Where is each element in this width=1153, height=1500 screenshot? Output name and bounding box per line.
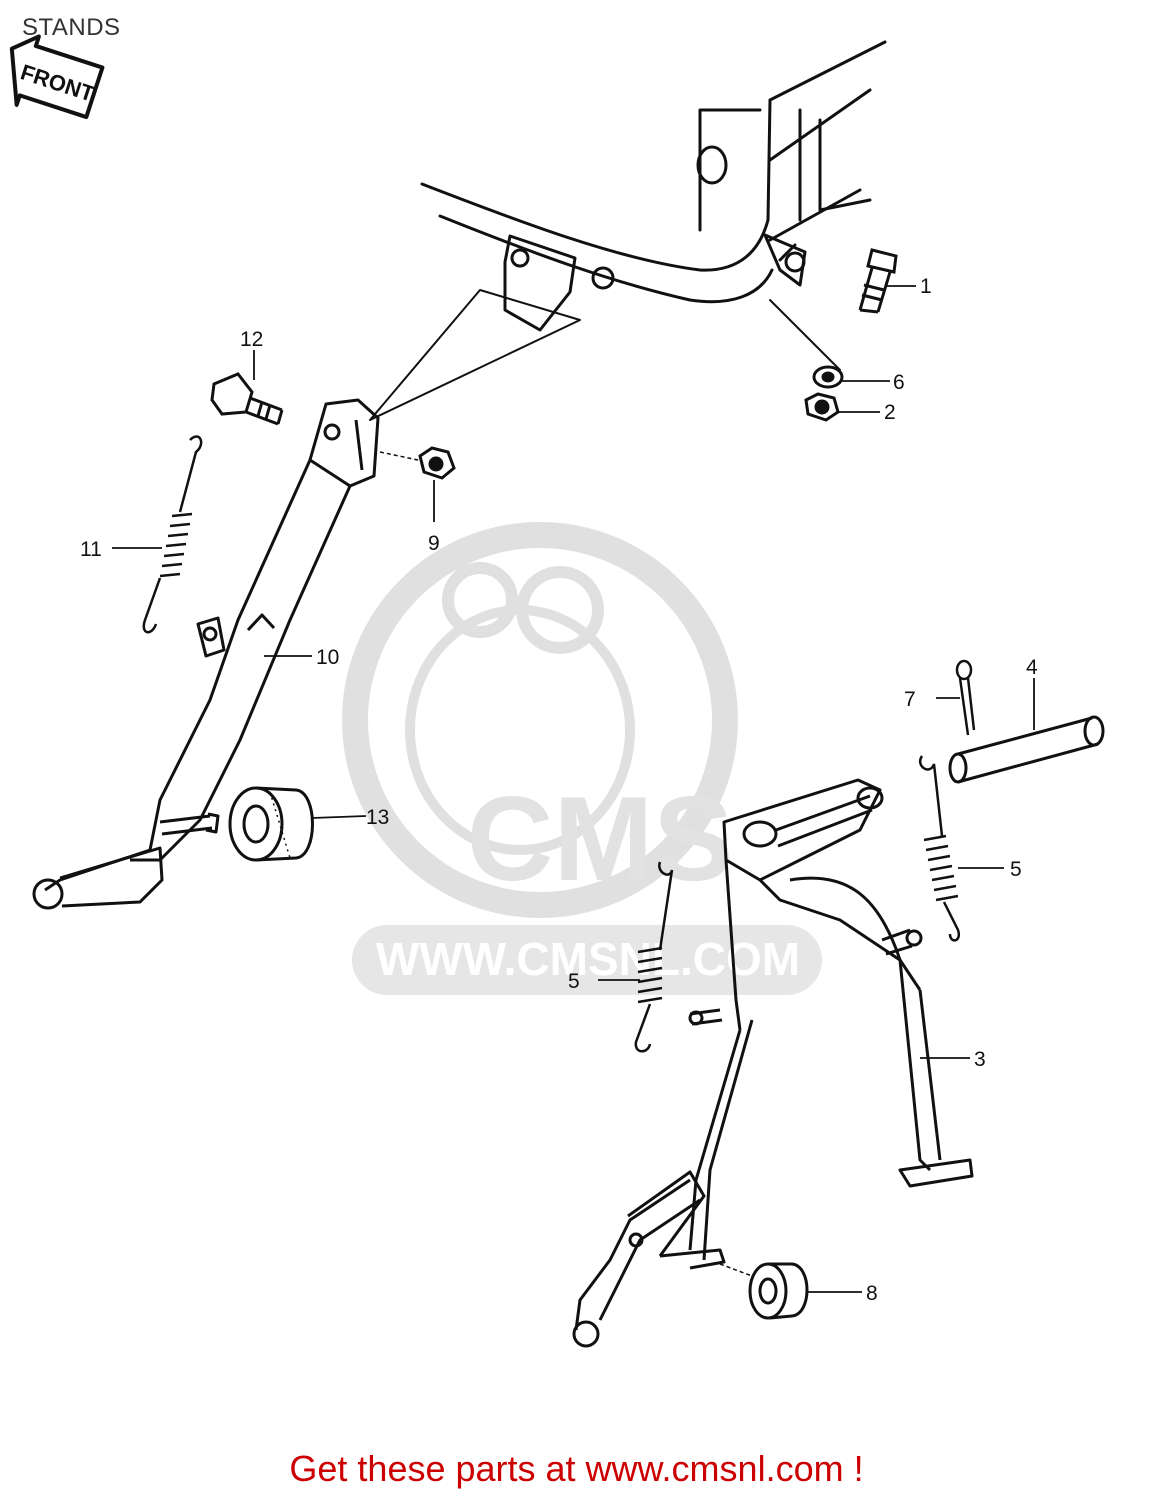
frame-section: [369, 40, 887, 421]
nut-part-2: [804, 392, 840, 422]
callout-11: 11: [80, 538, 102, 561]
nut-part-6: [812, 365, 844, 389]
callout-2: 2: [884, 401, 896, 424]
callout-6: 6: [893, 371, 905, 394]
watermark-banner: [352, 925, 822, 995]
front-arrow: FRONT: [9, 34, 105, 120]
watermark-brand: CMS: [467, 772, 734, 906]
footer-link[interactable]: Get these parts at www.cmsnl.com !: [289, 1448, 864, 1489]
watermark: CMS WWW.CMSNL.COM: [342, 522, 822, 995]
nut-part-9: [379, 446, 456, 480]
watermark-goggle-right: [442, 562, 518, 638]
bolt-part-1: [858, 248, 898, 314]
spring-part-5-left: [634, 861, 674, 1053]
callout-4: 4: [1026, 656, 1038, 679]
side-stand-part-10: [32, 398, 380, 910]
watermark-goggle-left: [516, 566, 604, 654]
cotter-pin-part-7: [955, 659, 976, 736]
watermark-url: WWW.CMSNL.COM: [376, 933, 800, 985]
roller-part-13: [228, 786, 314, 862]
pin-part-4: [948, 715, 1105, 784]
center-stand-part-3: [572, 778, 974, 1348]
watermark-helmet-ring: [342, 522, 738, 918]
callout-1: 1: [920, 275, 932, 298]
callout-7: 7: [904, 688, 916, 711]
spring-part-5-right: [919, 755, 961, 942]
callout-13: 13: [366, 806, 389, 829]
parts-diagram: CMS WWW.CMSNL.COM FRONT: [9, 34, 1105, 1348]
callout-12: 12: [240, 328, 263, 351]
bolt-part-12: [210, 372, 284, 426]
callout-8: 8: [866, 1282, 878, 1305]
callout-5a: 5: [1010, 858, 1022, 881]
leader-lines: [112, 285, 1035, 1293]
callout-3: 3: [974, 1048, 986, 1071]
callout-10: 10: [316, 646, 339, 669]
callout-9: 9: [428, 532, 440, 555]
roller-part-8: [719, 1262, 809, 1320]
callout-5b: 5: [568, 970, 580, 993]
callouts: 1 2 3 4 5 5 6 7 8 9 10 11 12 13: [80, 275, 1038, 1305]
spring-part-11: [142, 435, 203, 634]
front-arrow-icon: [9, 34, 105, 120]
